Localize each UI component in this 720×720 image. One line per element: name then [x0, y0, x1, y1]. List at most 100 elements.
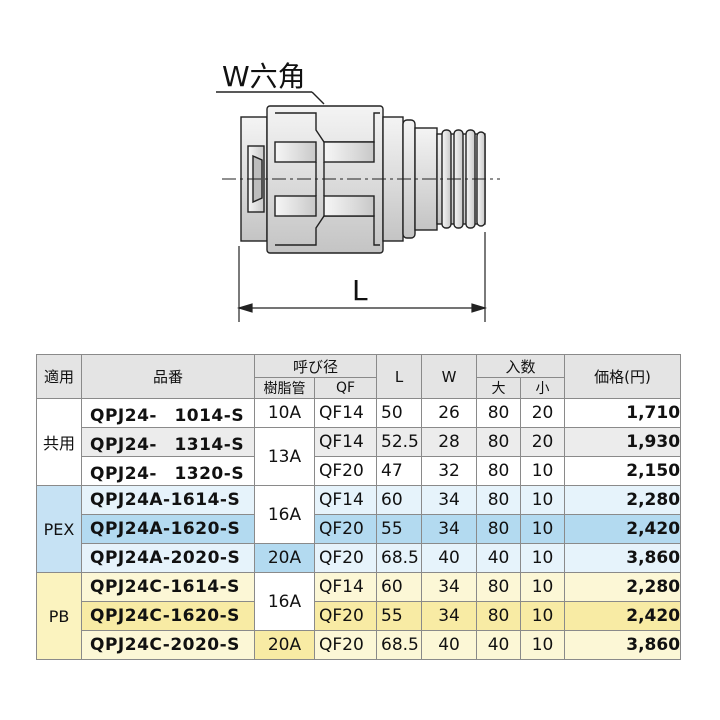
qf-cell: QF20	[313, 601, 378, 631]
header-row-2: 樹脂管 QF 大 小	[37, 377, 681, 399]
w-cell: 32	[421, 456, 478, 486]
part-number-cell: QPJ24A-1614-S	[81, 485, 255, 515]
table-row: QPJ24A-2020-S 20A QF20 68.5 40 40 10 3,8…	[37, 543, 682, 573]
table-row: PEX QPJ24A-1614-S 16A QF14 60 34 80 10 2…	[36, 485, 682, 573]
col-quantity: 入数	[476, 354, 566, 378]
col-price: 価格(円)	[564, 354, 682, 399]
qty-large-cell: 80	[476, 456, 522, 486]
l-cell: 52.5	[376, 427, 423, 457]
price-cell: 3,860	[564, 630, 682, 660]
header-row-1: 適用 品番 呼び径 L W 入数 価格(円)	[36, 354, 682, 399]
l-cell: 47	[376, 456, 423, 486]
fitting-drawing: W六角 L	[216, 60, 500, 322]
part-number-cell: QPJ24A-2020-S	[81, 543, 255, 573]
qty-large-cell: 80	[476, 427, 522, 457]
table-row: QPJ24- 1320-S QF20 47 32 80 10 2,150	[37, 456, 682, 486]
w-cell: 34	[421, 601, 478, 631]
spec-table: 適用 品番 呼び径 L W 入数 価格(円) 樹脂管 QF 大 小 共用 QPJ…	[36, 354, 682, 660]
qty-small-cell: 10	[520, 514, 566, 544]
price-cell: 3,860	[564, 543, 682, 573]
w-cell: 40	[421, 630, 478, 660]
qf-cell: QF14	[313, 572, 378, 602]
length-label: L	[352, 274, 368, 307]
price-cell: 2,280	[564, 485, 682, 515]
w-cell: 34	[421, 485, 478, 515]
qf-cell: QF14	[313, 427, 378, 457]
col-qf: QF	[313, 377, 378, 399]
hex-body	[240, 105, 384, 254]
col-qty-large: 大	[476, 377, 522, 399]
price-cell: 2,280	[564, 572, 682, 602]
price-cell: 2,420	[564, 601, 682, 631]
qty-large-cell: 40	[476, 630, 522, 660]
w-cell: 34	[421, 572, 478, 602]
qty-large-cell: 80	[476, 601, 522, 631]
qf-cell: QF20	[313, 514, 378, 544]
col-W: W	[421, 354, 478, 399]
qty-large-cell: 80	[476, 485, 522, 515]
w-cell: 28	[421, 427, 478, 457]
qf-cell: QF20	[313, 630, 378, 660]
resin-cell: 20A	[254, 543, 315, 573]
col-resin-pipe: 樹脂管	[254, 377, 315, 399]
resin-cell: 16A	[254, 485, 315, 544]
w-cell: 40	[421, 543, 478, 573]
price-cell: 2,420	[564, 514, 682, 544]
l-cell: 68.5	[376, 543, 423, 573]
part-number-cell: QPJ24C-2020-S	[81, 630, 255, 660]
col-part-number: 品番	[81, 354, 255, 399]
resin-cell: 16A	[254, 572, 315, 631]
l-cell: 60	[376, 485, 423, 515]
l-cell: 60	[376, 572, 423, 602]
w-cell: 26	[421, 398, 478, 428]
application-cell: PEX	[36, 485, 82, 573]
w-cell: 34	[421, 514, 478, 544]
qty-small-cell: 10	[520, 601, 566, 631]
qf-cell: QF14	[313, 485, 378, 515]
application-cell: 共用	[36, 398, 82, 486]
qty-small-cell: 10	[520, 630, 566, 660]
l-cell: 55	[376, 601, 423, 631]
resin-cell: 10A	[254, 398, 315, 428]
qty-small-cell: 10	[520, 456, 566, 486]
resin-cell: 13A	[254, 427, 315, 486]
price-cell: 1,710	[564, 398, 682, 428]
resin-cell: 20A	[254, 630, 315, 660]
col-L: L	[376, 354, 423, 399]
l-cell: 55	[376, 514, 423, 544]
l-cell: 50	[376, 398, 423, 428]
part-number-cell: QPJ24C-1614-S	[81, 572, 255, 602]
table-row: QPJ24C-2020-S 20A QF20 68.5 40 40 10 3,8…	[37, 630, 682, 660]
qty-large-cell: 80	[476, 514, 522, 544]
table-row: QPJ24C-1620-S QF20 55 34 80 10 2,420	[37, 601, 682, 631]
part-number-cell: QPJ24C-1620-S	[81, 601, 255, 631]
table-row: QPJ24- 1314-S 13A QF14 52.5 28 80 20 1,9…	[37, 427, 682, 486]
table-row: 共用 QPJ24- 1014-S 10A QF14 50 26 80 20 1,…	[36, 398, 682, 486]
length-dimension	[236, 232, 488, 322]
qty-small-cell: 10	[520, 572, 566, 602]
part-number-cell: QPJ24A-1620-S	[81, 514, 255, 544]
qf-cell: QF20	[313, 456, 378, 486]
hex-label: W六角	[222, 60, 306, 93]
col-nominal-size: 呼び径	[253, 354, 378, 378]
qty-large-cell: 80	[476, 398, 522, 428]
application-cell: PB	[36, 572, 82, 660]
price-cell: 1,930	[564, 427, 682, 457]
qty-large-cell: 40	[476, 543, 522, 573]
qty-small-cell: 10	[520, 543, 566, 573]
qty-small-cell: 10	[520, 485, 566, 515]
l-cell: 68.5	[376, 630, 423, 660]
qty-large-cell: 80	[476, 572, 522, 602]
qf-cell: QF14	[313, 398, 378, 428]
hex-leader	[216, 91, 325, 105]
qty-small-cell: 20	[520, 427, 566, 457]
col-application: 適用	[36, 354, 82, 399]
qty-small-cell: 20	[520, 398, 566, 428]
part-number-cell: QPJ24- 1320-S	[81, 456, 255, 486]
table-row: PB QPJ24C-1614-S 16A QF14 60 34 80 10 2,…	[36, 572, 682, 660]
part-number-cell: QPJ24- 1014-S	[81, 398, 255, 428]
col-qty-small: 小	[520, 377, 566, 399]
price-cell: 2,150	[564, 456, 682, 486]
qf-cell: QF20	[313, 543, 378, 573]
part-number-cell: QPJ24- 1314-S	[81, 427, 255, 457]
